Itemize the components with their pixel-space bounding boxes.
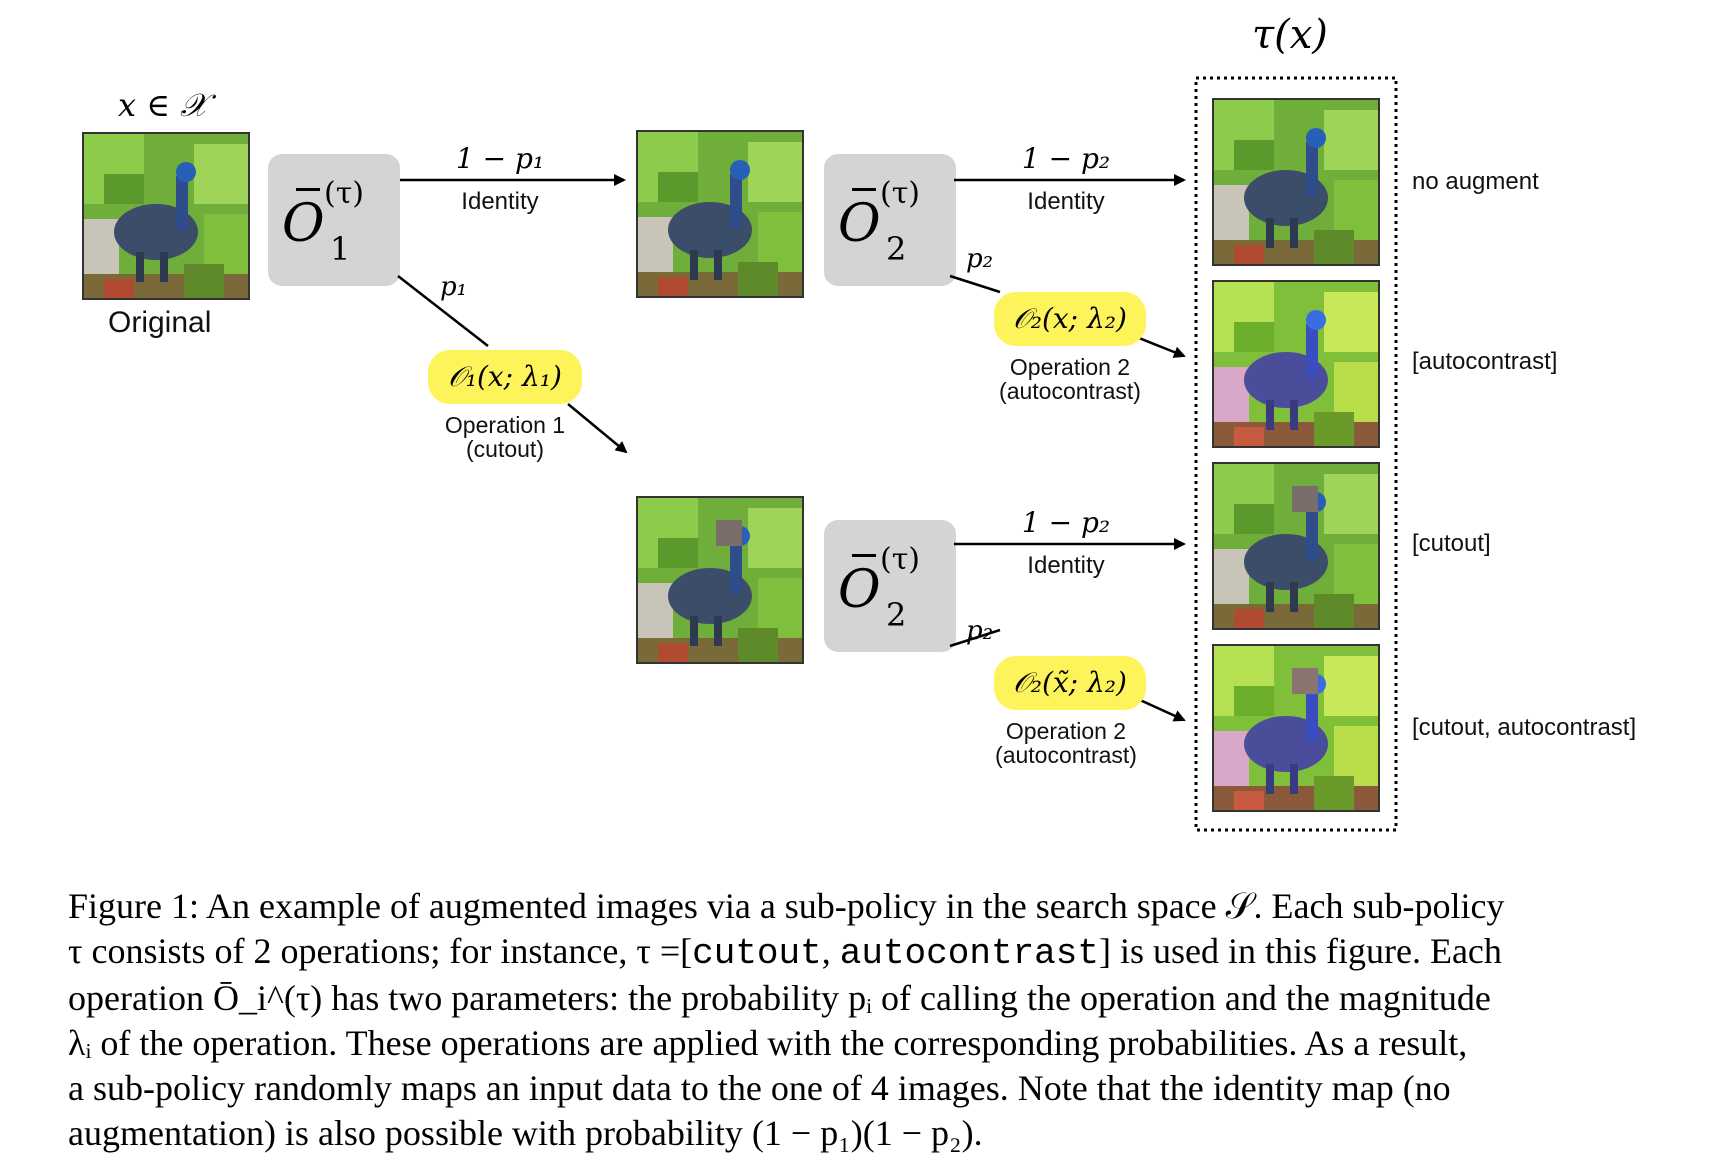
operation-box-2: O (τ) 2: [824, 154, 956, 286]
arrow-down-1b: [567, 403, 628, 454]
branch-prob-down-1: p₁: [440, 272, 468, 302]
arrow-down-1a: [397, 275, 489, 347]
arrow-down-2a: [949, 274, 1001, 294]
arrows: [397, 76, 1398, 832]
arrow-down-2b: [1133, 334, 1186, 358]
operation-name-3: Operation 2: [1005, 718, 1127, 744]
result-dotted-box: [1194, 76, 1398, 832]
result-label-2: [autocontrast]: [1412, 348, 1558, 375]
operation-box-1: O (τ) 1: [268, 154, 400, 286]
caption-line-2: τ consists of 2 operations; for instance…: [68, 931, 1502, 974]
op-symbol: O: [838, 554, 881, 616]
result-image-cutout: [1212, 462, 1380, 630]
original-label: Original: [108, 306, 212, 339]
result-image-autocontrast: [1212, 280, 1380, 448]
identity-image-1: [636, 130, 804, 298]
caption-line-4: λᵢ of the operation. These operations ar…: [68, 1023, 1468, 1063]
operation-detail-1: (cutout): [466, 436, 544, 462]
figure-caption: Figure 1: An example of augmented images…: [68, 884, 1688, 1156]
caption-line-3: operation Ō_i^(τ) has two parameters: th…: [68, 978, 1491, 1018]
result-label-3: [cutout]: [1412, 530, 1491, 557]
op-sup: (τ): [880, 176, 921, 211]
op-sup: (τ): [880, 542, 921, 577]
branch-prob-down-2: p₂: [966, 244, 994, 274]
title-tau-x: τ(x): [1252, 12, 1328, 58]
cutout-image-1: [636, 496, 804, 664]
operation-expr-2: 𝒪₂(x; λ₂): [994, 292, 1146, 346]
branch-prob-down-3: p₂: [966, 616, 994, 646]
operation-detail-3: (autocontrast): [995, 742, 1137, 768]
op-sub: 1: [330, 230, 351, 268]
op-sub: 2: [886, 230, 907, 268]
operation-detail-2: (autocontrast): [999, 378, 1141, 404]
title-x-in-x: x ∈ 𝒳: [118, 86, 208, 124]
caption-line-6: augmentation) is also possible with prob…: [68, 1113, 983, 1153]
result-label-1: no augment: [1412, 168, 1539, 195]
operation-expr-3: 𝒪₂(x̃; λ₂): [994, 656, 1146, 710]
operation-box-3: O (τ) 2: [824, 520, 956, 652]
caption-line-1: Figure 1: An example of augmented images…: [68, 886, 1505, 926]
branch-prob-top-1: 1 − p₁: [455, 142, 545, 175]
branch-prob-top-3: 1 − p₂: [1021, 506, 1111, 539]
arrow-down-3a: [949, 628, 1001, 648]
operation-name-1: Operation 1: [444, 412, 566, 438]
result-image-no-augment: [1212, 98, 1380, 266]
operation-name-2: Operation 2: [1009, 354, 1131, 380]
branch-prob-top-2: 1 − p₂: [1021, 142, 1111, 175]
operation-expr-1: 𝒪₁(x; λ₁): [428, 350, 582, 404]
caption-line-5: a sub-policy randomly maps an input data…: [68, 1068, 1451, 1108]
op-sub: 2: [886, 596, 907, 634]
result-label-4: [cutout, autocontrast]: [1412, 714, 1637, 741]
branch-name-top-3: Identity: [1027, 552, 1105, 579]
op-sup: (τ): [324, 176, 365, 211]
op-symbol: O: [838, 188, 881, 250]
op-symbol: O: [282, 188, 325, 250]
original-image: [82, 132, 250, 300]
arrow-down-3b: [1139, 698, 1186, 722]
branch-name-top-1: Identity: [461, 188, 539, 215]
branch-name-top-2: Identity: [1027, 188, 1105, 215]
result-image-cutout-autocontrast: [1212, 644, 1380, 812]
